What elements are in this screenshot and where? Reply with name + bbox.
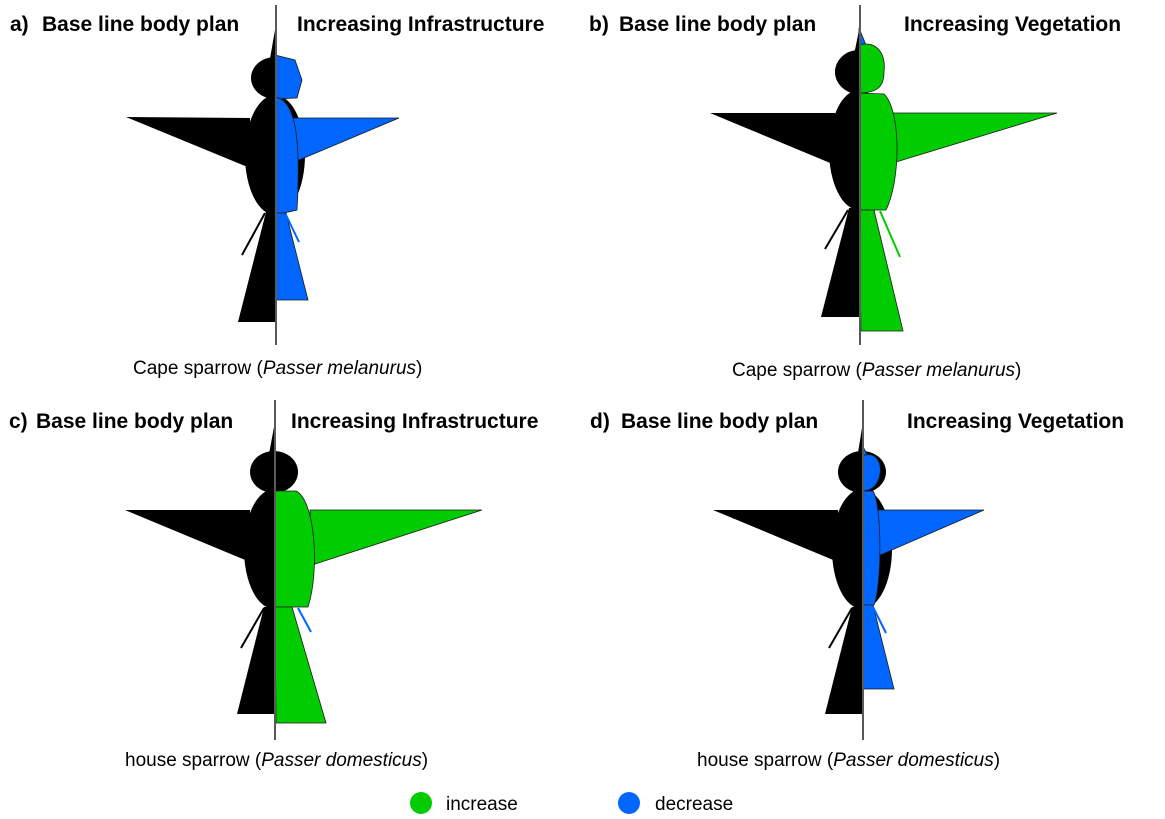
- panel-c-species-latin: Passer domesticus: [261, 750, 422, 771]
- panel-c-species-common: house sparrow (: [125, 750, 262, 771]
- panel-c-response-bird: [274, 490, 483, 724]
- legend: increase decrease: [410, 792, 733, 815]
- response-wing: [309, 509, 483, 566]
- response-tarsus: [285, 214, 300, 243]
- baseline-tail: [821, 208, 859, 317]
- response-body: [274, 96, 299, 216]
- baseline-tarsus: [241, 212, 266, 256]
- response-wing: [877, 509, 985, 557]
- panel-d-species-common: house sparrow (: [697, 750, 834, 771]
- panel-d-right-title: Increasing Vegetation: [907, 410, 1124, 433]
- panel-b: b) Base line body plan Increasing Vegeta…: [589, 5, 1121, 381]
- panel-a-species-common: Cape sparrow (: [133, 358, 264, 379]
- baseline-wing: [713, 510, 838, 562]
- panel-a-species-latin: Passer melanurus: [263, 358, 417, 379]
- baseline-tarsus: [824, 209, 849, 250]
- response-head: [274, 54, 303, 100]
- panel-d-left-title: Base line body plan: [621, 410, 818, 433]
- panel-d-response-bird: [861, 444, 985, 690]
- panel-b-right-title: Increasing Vegetation: [904, 13, 1121, 36]
- baseline-tail: [237, 607, 274, 714]
- legend-decrease-swatch: [618, 792, 640, 814]
- panel-d-letter: d): [590, 410, 610, 433]
- response-tarsus: [872, 606, 887, 634]
- panel-c-letter: c): [9, 410, 28, 433]
- panel-d: d) Base line body plan Increasing Vegeta…: [590, 400, 1124, 771]
- panel-b-species-common: Cape sparrow (: [732, 360, 863, 381]
- response-wing: [291, 117, 400, 164]
- panel-b-caption: Cape sparrow (Passer melanurus): [732, 360, 1021, 381]
- response-wing: [892, 112, 1058, 163]
- panel-c-left-title: Base line body plan: [36, 410, 233, 433]
- baseline-tail: [825, 607, 862, 714]
- response-tail: [274, 606, 327, 724]
- baseline-wing: [710, 113, 835, 165]
- response-body: [858, 92, 898, 211]
- legend-increase-label: increase: [446, 794, 518, 815]
- response-tarsus: [297, 607, 312, 633]
- panel-c-species-close: ): [422, 750, 428, 771]
- response-body: [274, 490, 315, 608]
- response-body: [861, 490, 881, 606]
- panel-b-species-close: ): [1015, 360, 1021, 381]
- baseline-wing: [126, 117, 250, 168]
- baseline-wing: [125, 510, 250, 562]
- response-head: [858, 43, 885, 94]
- response-tarsus: [879, 210, 901, 258]
- panel-d-species-close: ): [994, 750, 1000, 771]
- baseline-tarsus: [240, 607, 265, 649]
- panel-a-response-bird: [274, 54, 400, 301]
- panel-a-species-close: ): [416, 358, 422, 379]
- legend-increase-swatch: [410, 792, 432, 814]
- panel-b-response-bird: [858, 27, 1058, 332]
- panel-d-species-latin: Passer domesticus: [833, 750, 994, 771]
- response-tail: [858, 209, 904, 332]
- baseline-tail: [238, 212, 275, 322]
- panel-a-right-title: Increasing Infrastructure: [297, 13, 544, 36]
- panel-b-letter: b): [589, 13, 609, 36]
- panel-a-caption: Cape sparrow (Passer melanurus): [133, 358, 422, 379]
- panel-c-right-title: Increasing Infrastructure: [291, 410, 538, 433]
- panel-c: c) Base line body plan Increasing Infras…: [9, 400, 538, 771]
- baseline-tarsus: [828, 607, 853, 649]
- response-head: [861, 454, 881, 492]
- panel-c-caption: house sparrow (Passer domesticus): [125, 750, 428, 771]
- panel-b-species-latin: Passer melanurus: [862, 360, 1016, 381]
- panel-a-letter: a): [10, 13, 29, 36]
- panel-d-caption: house sparrow (Passer domesticus): [697, 750, 1000, 771]
- legend-decrease-label: decrease: [655, 794, 733, 815]
- panel-a-left-title: Base line body plan: [42, 13, 239, 36]
- panel-a: a) Base line body plan Increasing Infras…: [10, 5, 544, 379]
- panel-b-left-title: Base line body plan: [619, 13, 816, 36]
